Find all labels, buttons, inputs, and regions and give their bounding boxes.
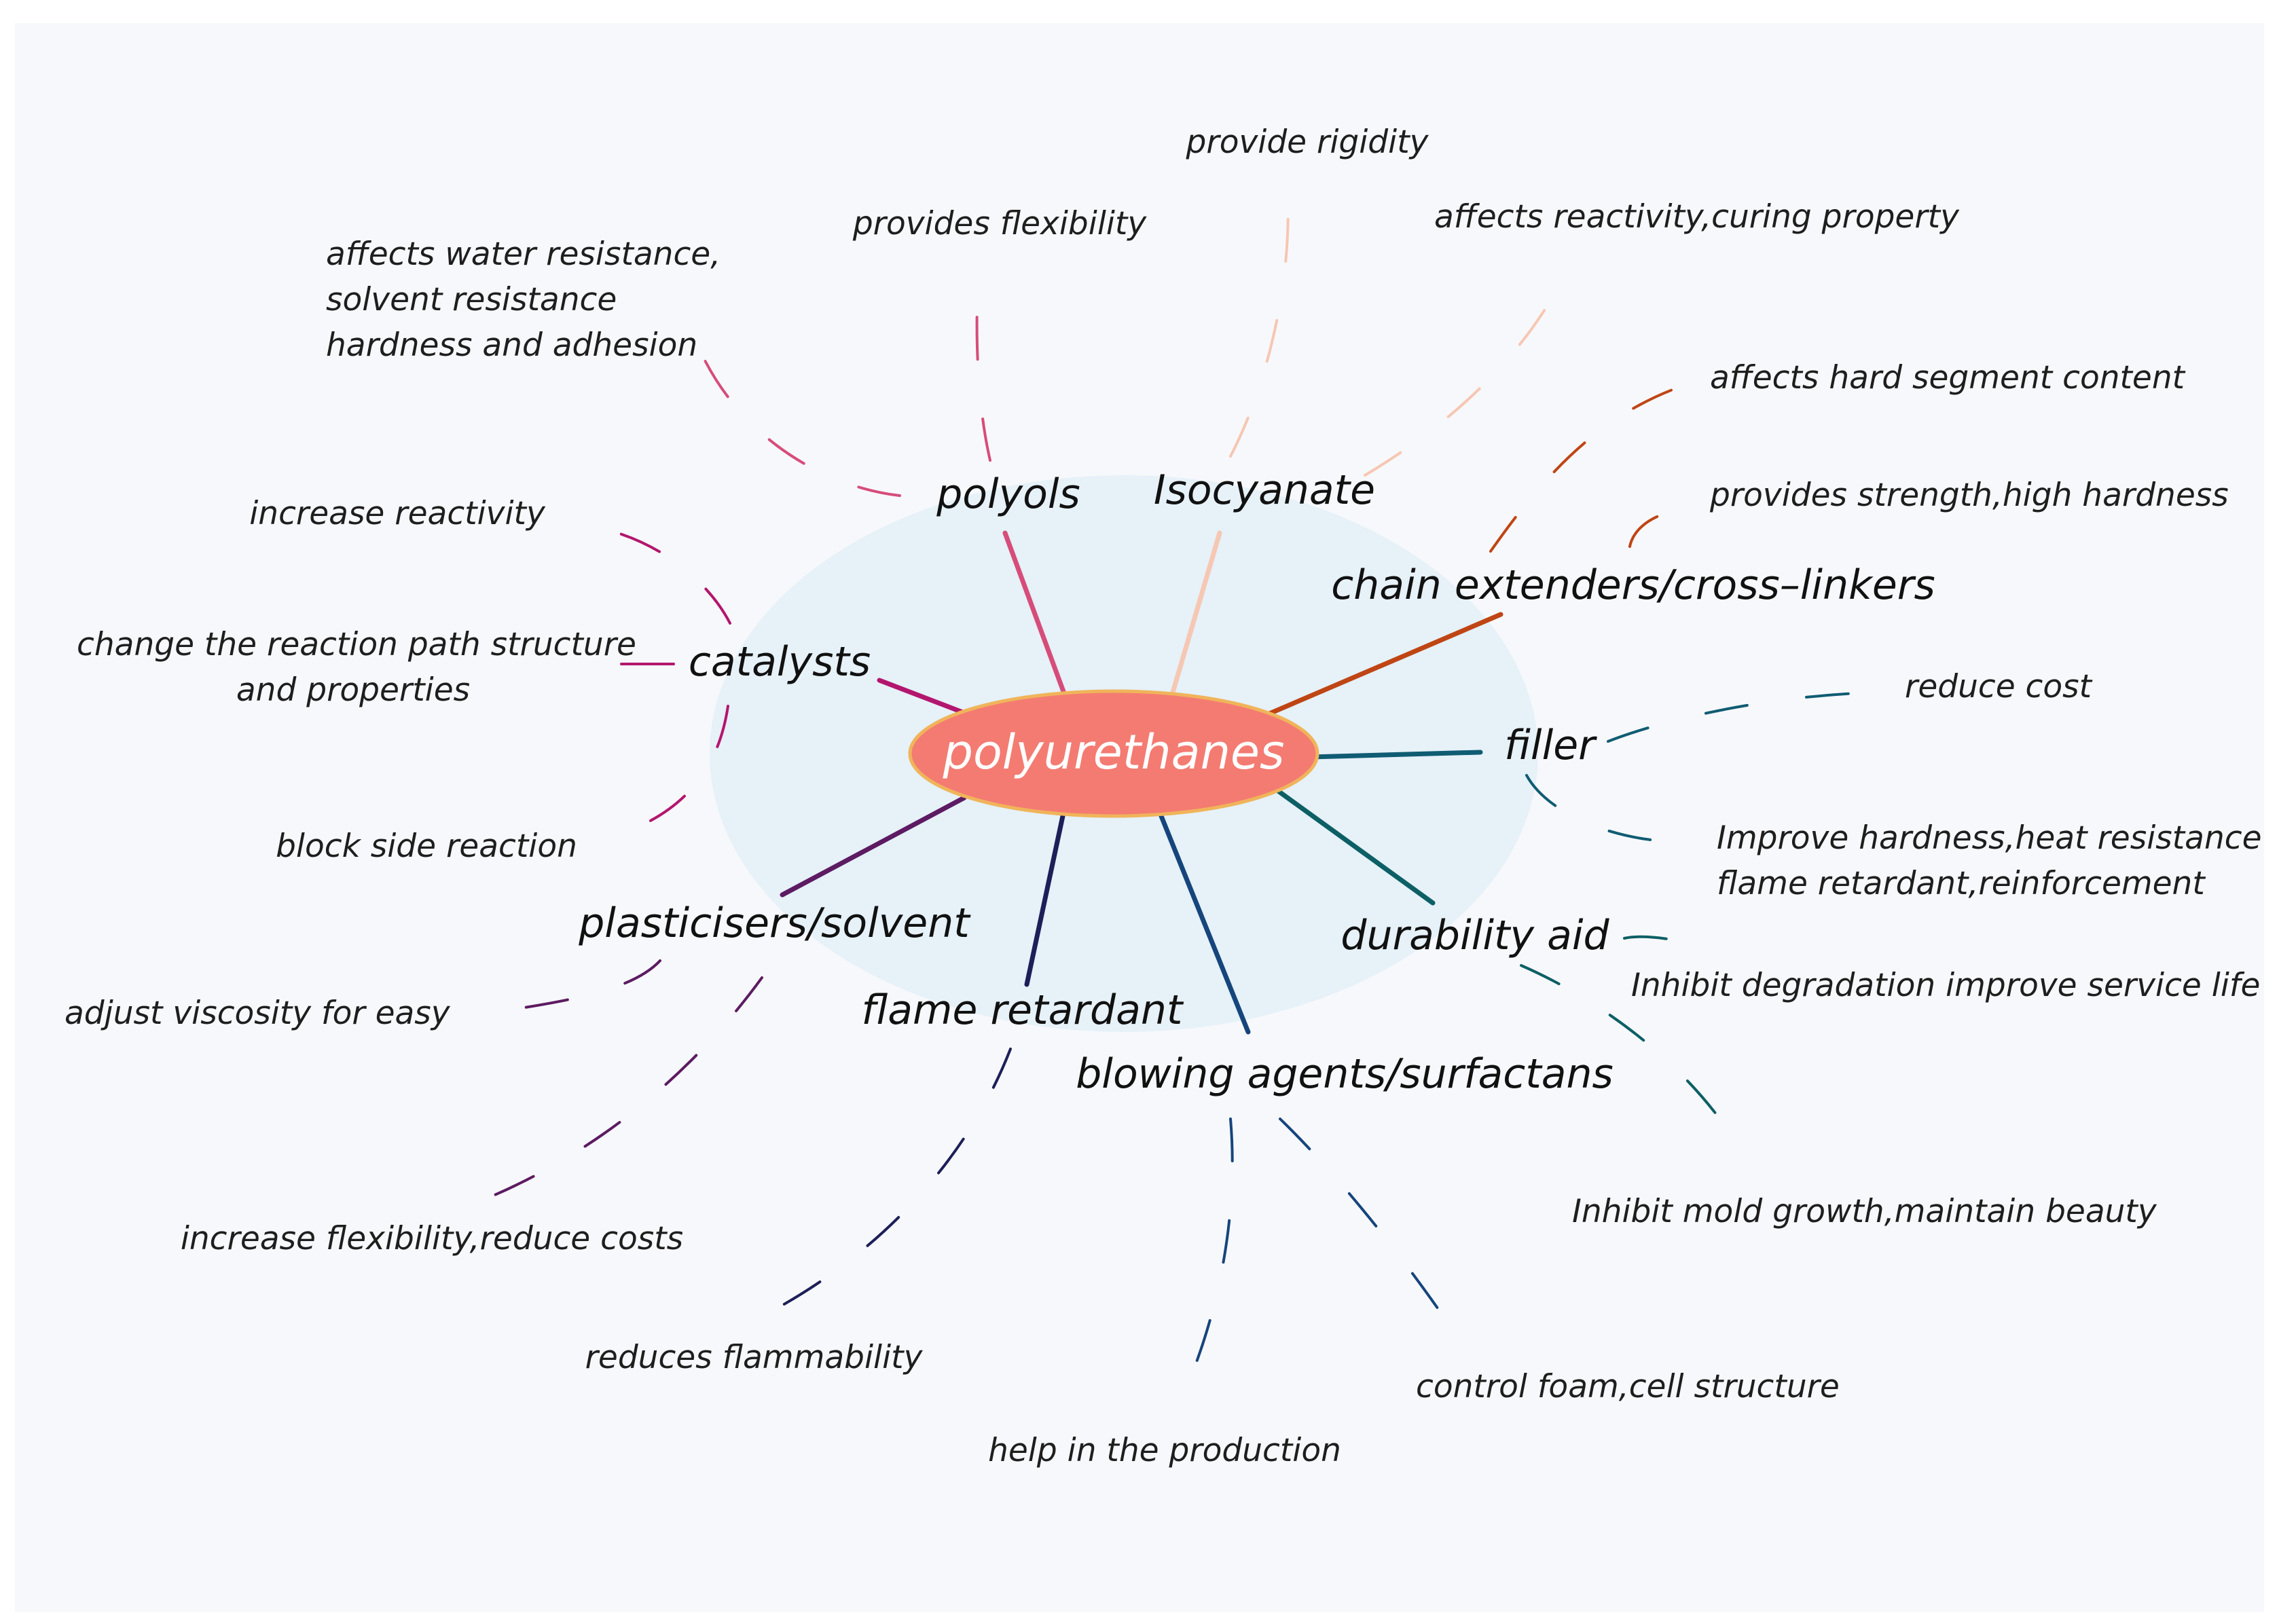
spoke-polyols <box>1002 530 1068 698</box>
note-polyols-hardness: hardness and adhesion <box>326 327 697 364</box>
note-chain-hard-segment: affects hard segment content <box>1710 359 2186 396</box>
note-filler-flame: flame retardant,reinforcement <box>1717 865 2206 902</box>
category-chain-extenders[interactable]: chain extenders/cross–linkers <box>1331 561 1935 609</box>
category-plasticisers[interactable]: plasticisers/solvent <box>578 900 971 947</box>
spoke-blowing-agents <box>1159 813 1251 1035</box>
note-labels: provides flexibility affects water resis… <box>65 124 2262 1469</box>
note-isocyanate-reactivity: affects reactivity,curing property <box>1434 198 1960 236</box>
note-polyols-solvent: solvent resistance <box>326 281 617 318</box>
note-durability-mold: Inhibit mold growth,maintain beauty <box>1572 1193 2157 1230</box>
spoke-durability-aid <box>1273 786 1436 906</box>
note-durability-degradation: Inhibit degradation improve service life <box>1631 967 2260 1004</box>
branch-plasticisers-flexibility <box>474 976 763 1204</box>
note-blowing-production: help in the production <box>988 1432 1341 1469</box>
note-catalysts-properties: and properties <box>236 671 470 709</box>
sub-branches <box>474 182 1876 1403</box>
spoke-plasticisers <box>780 795 967 898</box>
branch-durability-degradation <box>1623 935 1677 942</box>
note-isocyanate-rigidity: provide rigidity <box>1186 124 1429 161</box>
branch-durability-mold <box>1520 964 1740 1147</box>
center-node[interactable]: polyurethanes <box>908 689 1319 818</box>
branch-catalysts-reactivity <box>588 525 731 625</box>
branch-polyols-resistance <box>697 345 901 497</box>
spoke-isocyanate <box>1168 530 1222 702</box>
branch-plasticisers-viscosity <box>498 959 661 1013</box>
branch-filler-cost <box>1607 691 1876 743</box>
category-polyols[interactable]: polyols <box>936 470 1080 518</box>
category-labels: polyols Isocyanate chain extenders/cross… <box>578 466 1935 1098</box>
note-filler-hardness: Improve hardness,heat resistance <box>1717 819 2262 857</box>
spoke-catalysts <box>877 678 967 716</box>
category-filler[interactable]: filler <box>1504 722 1597 769</box>
note-blowing-foam: control foam,cell structure <box>1416 1368 1840 1405</box>
note-catalysts-path: change the reaction path structure <box>77 626 636 663</box>
category-isocyanate[interactable]: Isocyanate <box>1154 466 1375 514</box>
note-chain-strength: provides strength,high hardness <box>1709 477 2229 514</box>
note-flame-flammability: reduces flammability <box>585 1339 924 1376</box>
category-flame-retardant[interactable]: flame retardant <box>862 986 1184 1034</box>
branch-chain-strength <box>1628 509 1677 548</box>
branch-chain-hard-segment <box>1489 387 1677 553</box>
note-catalysts-reactivity: increase reactivity <box>249 495 546 532</box>
branch-filler-hardness <box>1525 774 1684 843</box>
note-polyols-flexibility: provides flexibility <box>852 205 1148 242</box>
branch-polyols-flexibility <box>975 285 991 462</box>
note-filler-cost: reduce cost <box>1905 668 2093 705</box>
note-plasticisers-viscosity: adjust viscosity for easy <box>65 995 451 1032</box>
branch-flame-flammability <box>752 1048 1012 1322</box>
spoke-chain-extenders <box>1260 612 1503 719</box>
center-ellipse <box>908 689 1319 818</box>
category-blowing-agents[interactable]: blowing agents/surfactans <box>1076 1050 1613 1098</box>
category-durability-aid[interactable]: durability aid <box>1341 912 1609 959</box>
branch-isocyanate-reactivity <box>1364 303 1550 477</box>
branch-blowing-production <box>1179 1118 1234 1403</box>
note-catalysts-side: block side reaction <box>276 828 577 865</box>
branch-catalysts-side <box>620 705 729 835</box>
spoke-flame-retardant <box>1024 813 1065 987</box>
category-catalysts[interactable]: catalysts <box>689 638 871 686</box>
branch-blowing-foam <box>1279 1118 1461 1342</box>
branch-isocyanate-rigidity <box>1229 182 1290 458</box>
note-polyols-water: affects water resistance, <box>326 236 721 273</box>
main-spokes <box>780 530 1503 1035</box>
center-label: polyurethanes <box>943 724 1285 780</box>
note-plasticisers-flexibility: increase flexibility,reduce costs <box>181 1220 683 1257</box>
spoke-filler <box>1308 750 1483 760</box>
